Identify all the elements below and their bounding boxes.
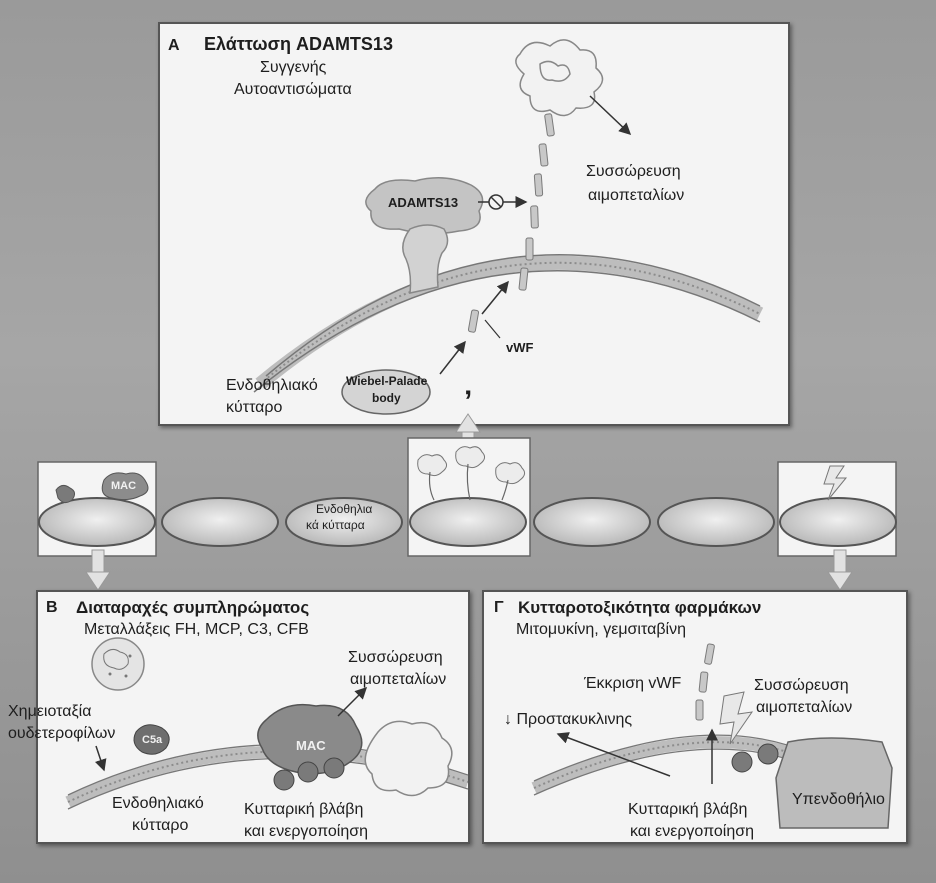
cell-membrane: [253, 254, 764, 393]
panel-b-aggregation-1: Συσσώρευση: [348, 649, 443, 666]
cell-strip: [37, 413, 897, 591]
neutrophil: [91, 637, 145, 691]
vwf-chain: [467, 113, 555, 333]
panel-a: A Ελάττωση ADAMTS13 Συγγενής Αυτοαντισώμ…: [158, 22, 790, 426]
arrow-to-aggregation-a: [589, 95, 632, 136]
adamts13-shape: [365, 177, 484, 235]
panel-b-mutations: Μεταλλάξεις FH, MCP, C3, CFB: [84, 621, 309, 638]
platelet-clusters: [417, 446, 526, 485]
mac-shape-b: [257, 703, 363, 775]
vwf-chain-c: [695, 643, 715, 721]
panel-b-endothelial-2: κύτταρο: [132, 817, 189, 834]
endothelial-cell-7: [779, 497, 897, 547]
strip-endothelial-2: κά κύτταρα: [306, 518, 365, 532]
vwf-label: vWF: [506, 340, 534, 355]
wiebel-palade-label-2: body: [372, 391, 401, 405]
panel-a-endothelial-2: κύτταρο: [226, 399, 283, 416]
wiebel-palade-label-1: Wiebel-Palade: [346, 374, 428, 388]
panel-a-congenital: Συγγενής: [260, 59, 327, 76]
panel-a-autoantibodies: Αυτοαντισώματα: [234, 81, 352, 98]
panel-c-subendothelium: Υπενδοθήλιο: [792, 791, 885, 808]
subendothelium-shape: [775, 737, 893, 829]
panel-c-drugs: Μιτομυκίνη, γεμσιταβίνη: [516, 621, 686, 638]
panel-b-damage-1: Κυτταρική βλάβη: [244, 801, 364, 818]
arrow-prostacyclin: [556, 732, 671, 777]
lightning-icon-c: [719, 691, 754, 745]
c5a-label: C5a: [142, 734, 163, 746]
inhibition-icon: [488, 194, 504, 210]
panel-c-letter: Γ: [494, 599, 504, 616]
lightning-icon: [823, 465, 848, 501]
panel-a-title: Ελάττωση ADAMTS13: [204, 34, 393, 54]
endothelial-cell-5: [533, 497, 651, 547]
panel-c-damage-2: και ενεργοποίηση: [630, 823, 755, 840]
arrow-down-to-panel-b: [85, 549, 111, 591]
panel-b-letter: B: [46, 599, 58, 616]
mac-label-b: MAC: [296, 738, 326, 753]
panel-c-vwf-secretion: Έκκριση vWF: [584, 675, 682, 692]
c5a-shape: [133, 724, 170, 755]
endothelial-cell-6: [657, 497, 775, 547]
panel-b-endothelial-1: Ενδοθηλιακό: [112, 795, 204, 812]
vwf-pointer: [484, 319, 501, 339]
arrow-to-aggregation-b: [337, 686, 368, 717]
damaged-cells-b: [273, 757, 345, 791]
strip-mac-label: MAC: [111, 480, 137, 492]
arrow-vwf-up: [481, 280, 509, 315]
mac-blob: [101, 472, 149, 501]
platelet-aggregate: [515, 39, 604, 117]
panel-c: Γ Κυτταροτοξικότητα φαρμάκων Μιτομυκίνη,…: [482, 590, 908, 844]
endothelial-cell-2: [161, 497, 279, 547]
panel-b-chemotaxis-2: ουδετεροφίλων: [8, 725, 116, 742]
endothelial-cell-3: [285, 497, 403, 547]
panel-a-aggregation-1: Συσσώρευση: [586, 163, 681, 180]
receptor-shape: [402, 224, 449, 294]
c5a-blob-small: [55, 484, 76, 504]
wiebel-palade-body: [341, 369, 431, 415]
panel-b-aggregation-2: αιμοπεταλίων: [350, 671, 447, 688]
panel-c-damage-1: Κυτταρική βλάβη: [628, 801, 748, 818]
panel-b-chemotaxis-1: Χημειοταξία: [8, 703, 92, 720]
endothelial-cell-1: [38, 497, 156, 547]
membrane-c: [531, 734, 817, 796]
panel-c-title: Κυτταροτοξικότητα φαρμάκων: [518, 598, 762, 617]
adamts13-label: ADAMTS13: [388, 195, 459, 210]
platelet-stalks: [428, 463, 509, 501]
panel-b-title: Διαταραχές συμπληρώματος: [76, 598, 310, 617]
panel-c-drawing: [531, 643, 893, 829]
arrow-chemotaxis: [94, 745, 107, 772]
panel-c-prostacyclin: ↓ Προστακυκλινης: [504, 711, 633, 728]
panel-c-aggregation-1: Συσσώρευση: [754, 677, 849, 694]
platelet-aggregate-b: [364, 720, 453, 797]
panel-c-aggregation-2: αιμοπεταλίων: [756, 699, 853, 716]
panel-a-endothelial-1: Ενδοθηλιακό: [226, 377, 318, 394]
damaged-cells-c: [731, 743, 779, 773]
endothelial-cell-4: [409, 497, 527, 547]
panel-b: B Διαταραχές συμπληρώματος Μεταλλάξεις F…: [8, 590, 470, 844]
comma-mark: ’: [464, 385, 473, 418]
panel-a-drawing: [253, 39, 764, 415]
arrow-down-to-panel-c: [827, 549, 853, 591]
panel-a-letter: A: [168, 37, 180, 54]
arrow-wp-to-vwf: [439, 340, 466, 375]
panel-a-aggregation-2: αιμοπεταλίων: [588, 187, 685, 204]
strip-endothelial-1: Ενδοθηλια: [316, 502, 373, 516]
panel-b-damage-2: και ενεργοποίηση: [244, 823, 369, 840]
panel-b-drawing: [65, 637, 468, 810]
